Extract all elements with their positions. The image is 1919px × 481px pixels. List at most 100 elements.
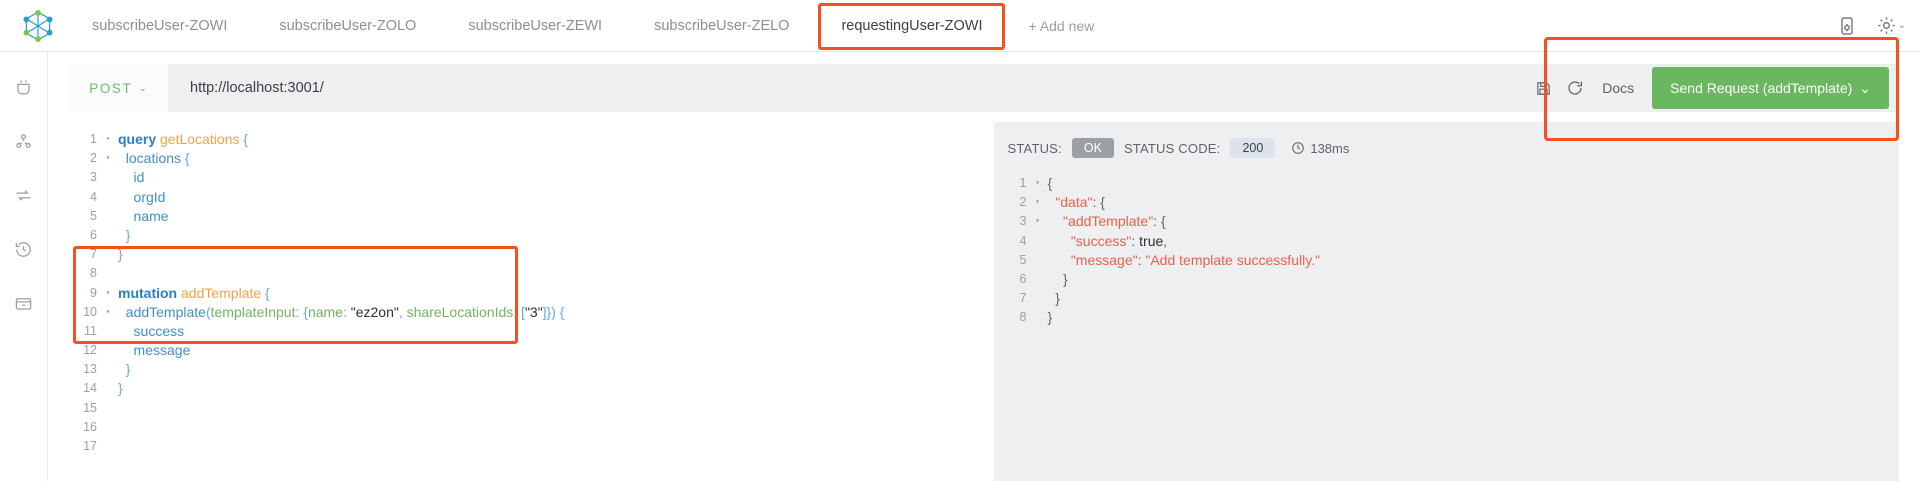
editor-line: 8 [68, 264, 974, 283]
collections-icon [16, 133, 31, 148]
left-rail [0, 52, 48, 481]
history-icon [15, 241, 31, 257]
editor-line: 7} [68, 245, 974, 264]
line-number: 2 [90, 151, 97, 166]
plugin-icon [17, 79, 30, 94]
line-number: 16 [83, 419, 97, 434]
code-text: query getLocations { [118, 131, 248, 147]
editor-line: 4 orgId [68, 188, 974, 207]
tab-subscribeuser-zewi[interactable]: subscribeUser-ZEWI [442, 0, 628, 51]
rail-item-environments[interactable] [7, 178, 41, 212]
line-number: 8 [1019, 310, 1027, 325]
editor-line: 9▾mutation addTemplate { [68, 284, 974, 303]
line-number: 4 [1019, 233, 1027, 248]
code-text: { [1047, 175, 1053, 191]
editor-line: 14} [68, 379, 974, 398]
response-line: 8} [998, 308, 1900, 327]
code-text: addTemplate(templateInput: {name: "ez2on… [118, 303, 565, 320]
line-number: 7 [1019, 291, 1027, 306]
line-number: 14 [83, 381, 97, 396]
response-body[interactable]: 1 ▾ {2 ▾ "data": {3▾ "addTemplate": {4 "suc… [994, 168, 1900, 328]
editor-line: 12 message [68, 341, 974, 360]
url-input[interactable] [168, 64, 1536, 112]
line-number: 15 [83, 400, 97, 415]
response-time-value: 138ms [1310, 140, 1350, 156]
clock-icon [1292, 142, 1305, 154]
send-request-button[interactable]: Send Request (addTemplate) ⌄ [1652, 67, 1889, 109]
editor-line: 17 [68, 437, 974, 456]
save-icon [1537, 81, 1550, 95]
add-new-tab-button[interactable]: + Add new [1008, 18, 1114, 34]
code-text: name [118, 207, 169, 224]
main-area: POST ⌄ [48, 37, 1919, 481]
response-time: 138ms [1291, 141, 1349, 156]
line-number: 4 [90, 189, 97, 204]
editor-line: 1▾query getLocations { [68, 130, 974, 149]
line-number: 5 [1019, 252, 1027, 267]
response-line: 4 "success": true, [998, 232, 1900, 251]
fold-toggle-icon[interactable]: ▾ [105, 154, 111, 164]
query-editor-pane[interactable]: 1▾query getLocations {2▾ locations {3 id… [68, 122, 974, 481]
line-number: 17 [83, 439, 97, 453]
line-number: 12 [83, 343, 97, 358]
line-number: 5 [90, 208, 97, 223]
line-number: 2 [1019, 195, 1027, 210]
code-text: success [118, 322, 185, 339]
send-request-label: Send Request (addTemplate) [1670, 80, 1853, 96]
response-pane: STATUS: OK STATUS CODE: 200 138ms 1▾{2▾ [993, 122, 1900, 481]
code-text: } [1047, 270, 1068, 287]
response-line: 7 } [998, 289, 1900, 308]
code-text: } [1047, 290, 1060, 307]
code-text: } [118, 226, 131, 243]
rail-item-archive[interactable] [7, 286, 41, 320]
fold-toggle-icon[interactable]: ▾ [105, 307, 111, 317]
query-editor[interactable]: 1▾query getLocations {2▾ locations {3 id… [68, 122, 974, 456]
line-number: 1 [1019, 176, 1027, 190]
line-number: 3 [90, 170, 97, 185]
rail-item-collections[interactable] [7, 124, 41, 158]
rail-item-plugins[interactable] [7, 70, 41, 104]
fold-toggle-icon[interactable]: ▾ [1035, 198, 1040, 208]
settings-button[interactable]: ⌄ [1869, 4, 1913, 48]
line-number: 6 [1019, 271, 1027, 286]
editor-line: 16 [68, 418, 974, 437]
fold-toggle-icon[interactable]: ▾ [1035, 179, 1040, 188]
response-line: 3▾ "addTemplate": { [998, 212, 1900, 231]
docs-button[interactable]: Docs [1602, 80, 1635, 96]
line-number: 6 [90, 227, 97, 242]
fold-toggle-icon[interactable]: ▾ [105, 288, 111, 298]
tab-subscribeuser-zowi[interactable]: subscribeUser-ZOWI [66, 0, 253, 51]
archive-icon [15, 297, 32, 310]
line-number: 10 [83, 304, 97, 319]
code-text: "message": "Add template successfully." [1047, 251, 1321, 268]
http-method-label: POST [89, 80, 133, 96]
save-request-button[interactable] [1535, 80, 1552, 97]
code-text: "data": { [1047, 194, 1105, 211]
editor-line: 5 name [68, 207, 974, 226]
reload-icon [1568, 81, 1583, 95]
tab-bar: subscribeUser-ZOWI subscribeUser-ZOLO su… [0, 0, 1919, 52]
tab-subscribeuser-zolo[interactable]: subscribeUser-ZOLO [253, 0, 442, 51]
fold-toggle-icon[interactable]: ▾ [1035, 217, 1040, 227]
url-bar: POST ⌄ [68, 37, 1899, 141]
body-row: POST ⌄ [0, 37, 1919, 481]
code-text: "addTemplate": { [1047, 213, 1166, 230]
code-text: orgId [118, 188, 166, 205]
tab-subscribeuser-zelo[interactable]: subscribeUser-ZELO [628, 0, 815, 51]
line-number: 8 [90, 266, 97, 281]
rail-item-history[interactable] [7, 232, 41, 266]
line-number: 9 [90, 285, 97, 300]
window-settings-button[interactable] [1825, 4, 1869, 48]
chevron-down-icon: ⌄ [138, 82, 147, 94]
line-number: 13 [83, 362, 97, 377]
http-method-selector[interactable]: POST ⌄ [68, 64, 168, 112]
response-line: 5 "message": "Add template successfully.… [998, 251, 1900, 270]
reload-docs-button[interactable] [1566, 79, 1584, 97]
tab-requestinguser-zowi[interactable]: requestingUser-ZOWI [815, 0, 1008, 51]
status-code-label: STATUS CODE: [1123, 140, 1221, 156]
fold-toggle-icon[interactable]: ▾ [105, 135, 111, 144]
app-logo [10, 9, 66, 42]
active-tab-wrapper: requestingUser-ZOWI [815, 0, 1008, 51]
environment-icon [16, 189, 31, 201]
